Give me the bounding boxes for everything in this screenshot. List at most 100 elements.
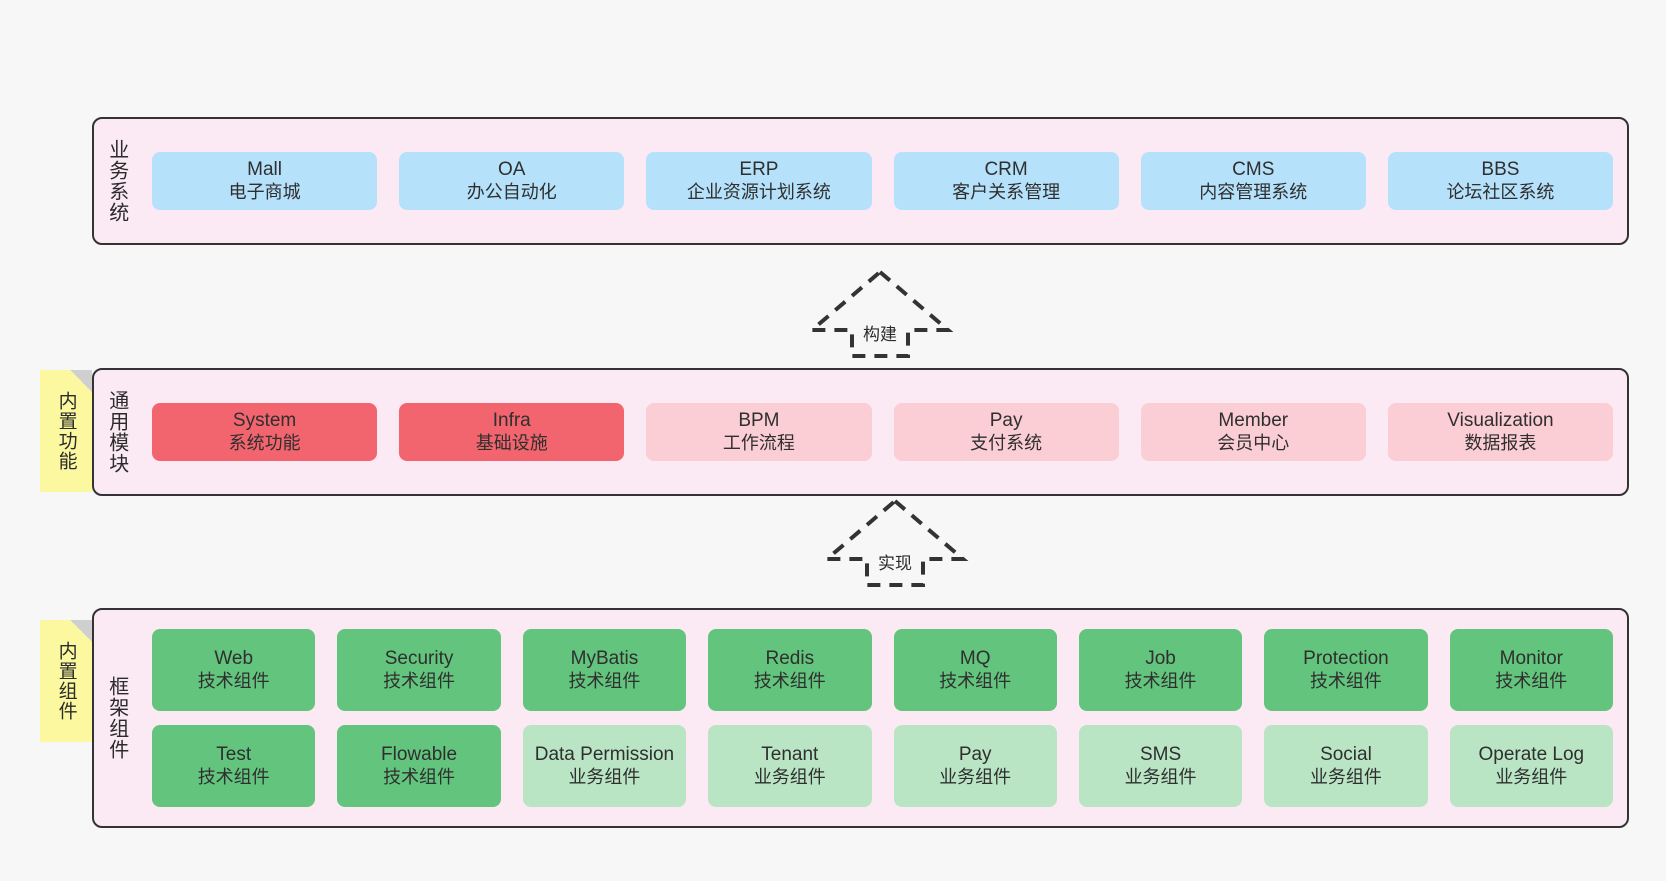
card-title-cn: 业务组件	[1124, 766, 1197, 787]
card-title-en: Social	[1320, 744, 1372, 766]
card-visualization[interactable]: Visualization 数据报表	[1387, 403, 1614, 461]
card-title-en: Pay	[989, 410, 1023, 432]
card-title-cn: 业务组件	[939, 766, 1012, 787]
card-title-cn: 基础设施	[475, 432, 548, 453]
card-data-permission[interactable]: Data Permission 业务组件	[522, 725, 687, 807]
card-title-cn: 内容管理系统	[1199, 181, 1308, 202]
layer-common-module: 通用模块 System 系统功能 Infra 基础设施 BPM 工作流程 Pay…	[92, 368, 1629, 496]
sticky-note-label: 内置组件	[55, 641, 77, 721]
card-title-cn: 业务组件	[753, 766, 826, 787]
card-title-cn: 办公自动化	[466, 181, 557, 202]
card-title-cn: 技术组件	[753, 670, 826, 691]
card-title-en: Member	[1218, 410, 1289, 432]
card-system[interactable]: System 系统功能	[152, 403, 378, 461]
card-title-cn: 系统功能	[228, 432, 301, 453]
card-protection[interactable]: Protection 技术组件	[1264, 629, 1428, 711]
layer-title-business-system: 业务系统	[105, 139, 128, 223]
card-title-cn: 技术组件	[939, 670, 1012, 691]
card-title-cn: 电子商城	[228, 181, 301, 202]
card-title-en: Mall	[247, 159, 282, 181]
card-infra[interactable]: Infra 基础设施	[399, 403, 625, 461]
layer-framework-component: 框架组件 Web 技术组件 Security 技术组件 MyBatis 技术组件…	[92, 608, 1629, 828]
card-title-cn: 业务组件	[1495, 766, 1568, 787]
card-social[interactable]: Social 业务组件	[1264, 725, 1428, 807]
card-title-cn: 数据报表	[1464, 432, 1537, 453]
card-title-en: MQ	[959, 648, 991, 670]
arrow-implement: 实现	[815, 497, 975, 587]
card-row: System 系统功能 Infra 基础设施 BPM 工作流程 Pay 支付系统…	[152, 403, 1614, 461]
card-oa[interactable]: OA 办公自动化	[399, 152, 625, 210]
card-title-en: Visualization	[1447, 410, 1554, 432]
card-title-cn: 技术组件	[568, 670, 641, 691]
layer-body-business-system: Mall 电子商城 OA 办公自动化 ERP 企业资源计划系统 CRM 客户关系…	[138, 119, 1627, 243]
card-title-en: CMS	[1232, 159, 1275, 181]
card-title-cn: 技术组件	[1495, 670, 1568, 691]
card-title-cn: 企业资源计划系统	[686, 181, 831, 202]
layer-body-framework-component: Web 技术组件 Security 技术组件 MyBatis 技术组件 Redi…	[138, 610, 1627, 826]
card-mq[interactable]: MQ 技术组件	[893, 629, 1057, 711]
sticky-note-builtin-features: 内置功能	[40, 370, 92, 492]
card-member[interactable]: Member 会员中心	[1140, 403, 1366, 461]
card-title-cn: 技术组件	[1309, 670, 1382, 691]
card-operate-log[interactable]: Operate Log 业务组件	[1449, 725, 1613, 807]
card-web[interactable]: Web 技术组件	[152, 629, 316, 711]
card-pay-component[interactable]: Pay 业务组件	[893, 725, 1057, 807]
card-title-en: BBS	[1481, 159, 1520, 181]
card-security[interactable]: Security 技术组件	[337, 629, 501, 711]
card-mall[interactable]: Mall 电子商城	[152, 152, 378, 210]
card-title-en: Web	[214, 648, 254, 670]
layer-body-common-module: System 系统功能 Infra 基础设施 BPM 工作流程 Pay 支付系统…	[138, 370, 1627, 494]
card-cms[interactable]: CMS 内容管理系统	[1140, 152, 1366, 210]
card-test[interactable]: Test 技术组件	[152, 725, 316, 807]
card-pay[interactable]: Pay 支付系统	[893, 403, 1119, 461]
card-title-en: Protection	[1303, 648, 1389, 670]
card-bbs[interactable]: BBS 论坛社区系统	[1387, 152, 1614, 210]
card-bpm[interactable]: BPM 工作流程	[646, 403, 872, 461]
sticky-fold-corner-icon	[70, 370, 92, 392]
card-job[interactable]: Job 技术组件	[1078, 629, 1243, 711]
card-title-en: Tenant	[761, 744, 819, 766]
card-title-en: OA	[498, 159, 526, 181]
sticky-fold-corner-icon	[70, 620, 92, 642]
card-row: Mall 电子商城 OA 办公自动化 ERP 企业资源计划系统 CRM 客户关系…	[152, 152, 1614, 210]
card-redis[interactable]: Redis 技术组件	[708, 629, 872, 711]
sticky-note-builtin-components: 内置组件	[40, 620, 92, 742]
card-title-cn: 支付系统	[970, 432, 1043, 453]
arrow-implement-shape	[821, 498, 969, 587]
card-tenant[interactable]: Tenant 业务组件	[708, 725, 872, 807]
card-title-cn: 论坛社区系统	[1446, 181, 1555, 202]
layer-title-common-module: 通用模块	[105, 390, 128, 474]
card-title-en: Job	[1145, 648, 1176, 670]
card-title-cn: 技术组件	[1124, 670, 1197, 691]
layer-business-system: 业务系统 Mall 电子商城 OA 办公自动化 ERP 企业资源计划系统 CRM…	[92, 117, 1629, 245]
card-title-en: Pay	[958, 744, 992, 766]
card-title-en: ERP	[739, 159, 779, 181]
card-title-en: MyBatis	[570, 648, 639, 670]
card-title-en: Data Permission	[534, 744, 675, 766]
card-title-cn: 技术组件	[383, 766, 456, 787]
card-title-cn: 技术组件	[383, 670, 456, 691]
layer-title-framework-component: 框架组件	[105, 676, 128, 760]
card-mybatis[interactable]: MyBatis 技术组件	[522, 629, 687, 711]
card-title-en: CRM	[984, 159, 1028, 181]
card-title-en: BPM	[738, 410, 780, 432]
card-crm[interactable]: CRM 客户关系管理	[893, 152, 1119, 210]
arrow-build-label: 构建	[861, 320, 899, 345]
card-erp[interactable]: ERP 企业资源计划系统	[646, 152, 872, 210]
card-title-en: System	[232, 410, 297, 432]
card-title-cn: 会员中心	[1217, 432, 1290, 453]
card-title-cn: 工作流程	[722, 432, 795, 453]
card-title-en: Operate Log	[1478, 744, 1585, 766]
arrow-build-shape	[806, 269, 954, 358]
arrow-implement-label: 实现	[876, 549, 914, 574]
card-title-en: Monitor	[1499, 648, 1563, 670]
card-title-en: Flowable	[381, 744, 458, 766]
card-flowable[interactable]: Flowable 技术组件	[337, 725, 501, 807]
card-title-en: Test	[216, 744, 252, 766]
card-title-cn: 业务组件	[568, 766, 641, 787]
card-title-cn: 客户关系管理	[952, 181, 1061, 202]
card-sms[interactable]: SMS 业务组件	[1078, 725, 1243, 807]
card-row: Web 技术组件 Security 技术组件 MyBatis 技术组件 Redi…	[152, 629, 1613, 711]
card-monitor[interactable]: Monitor 技术组件	[1449, 629, 1613, 711]
